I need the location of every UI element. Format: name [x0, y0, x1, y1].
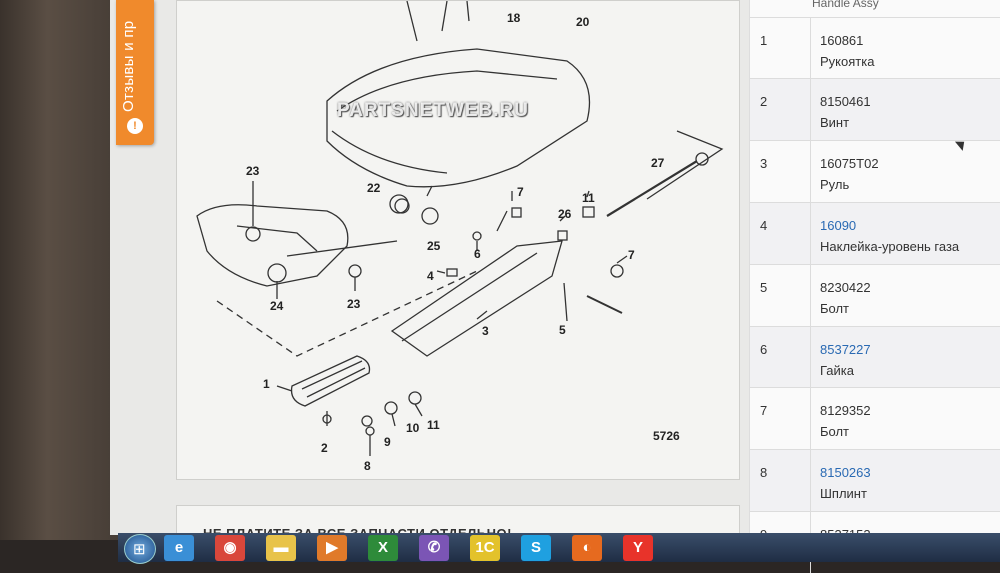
part-description: Руль	[820, 177, 850, 192]
column-divider	[810, 79, 811, 140]
callout-label: 27	[651, 156, 665, 170]
media-player-icon[interactable]: ▶	[317, 535, 347, 561]
monitor-bezel	[0, 0, 118, 540]
firefox-icon[interactable]: ◐	[572, 535, 602, 561]
column-divider	[810, 18, 811, 79]
start-button[interactable]: ⊞	[124, 534, 156, 564]
callout-label: 8	[364, 459, 371, 473]
part-number: 5	[760, 280, 768, 295]
yandex-browser-icon[interactable]: Y	[623, 535, 653, 561]
parts-diagram: PARTSNETWEB.RU 5726 18 20 23 22 7 11 26 …	[176, 0, 740, 480]
part-code: 8129352	[820, 403, 871, 418]
callout-label: 22	[367, 181, 381, 195]
viber-icon[interactable]: ✆	[419, 535, 449, 561]
part-code: 160861	[820, 33, 864, 48]
callout-label: 11	[427, 418, 440, 432]
callout-label: 26	[558, 207, 572, 221]
part-description: Болт	[820, 424, 850, 439]
figure-number: 5726	[653, 429, 680, 443]
callout-label: 18	[507, 11, 521, 25]
taskbar: ⊞ e ◉ ▬ ▶ X ✆ 1C S ◐ Y	[118, 533, 1000, 564]
diagram-watermark: PARTSNETWEB.RU	[337, 100, 530, 121]
part-code: 16075T02	[820, 156, 879, 171]
part-number: 3	[760, 156, 768, 171]
callout-label: 7	[628, 248, 635, 262]
lightbulb-icon: !	[127, 118, 143, 134]
callout-label: 2	[321, 441, 328, 455]
part-number: 6	[760, 342, 768, 357]
column-divider	[810, 327, 811, 388]
column-divider	[810, 203, 811, 264]
callout-label: 25	[427, 239, 441, 253]
internet-explorer-icon[interactable]: e	[164, 535, 194, 561]
part-number: 8	[760, 465, 768, 480]
part-description: Болт	[820, 301, 850, 316]
callout-label: 7	[517, 185, 524, 199]
chrome-icon[interactable]: ◉	[215, 535, 245, 561]
table-header: Handle Assy	[812, 0, 879, 10]
callout-label: 9	[384, 435, 391, 449]
feedback-tab[interactable]: Отзывы и пр !	[116, 0, 154, 145]
callout-label: 11	[582, 191, 595, 205]
callout-label: 6	[474, 247, 481, 261]
diagram-drawing	[196, 1, 724, 456]
column-divider	[810, 388, 811, 449]
part-description: Винт	[820, 115, 850, 130]
part-number: 2	[760, 94, 768, 109]
part-number: 4	[760, 218, 768, 233]
callout-label: 10	[406, 421, 420, 435]
callout-label: 3	[482, 324, 489, 338]
part-description: Шплинт	[820, 486, 867, 501]
part-number: 7	[760, 403, 768, 418]
folder-icon[interactable]: ▬	[266, 535, 296, 561]
part-code-link[interactable]: 8537227	[820, 342, 871, 357]
callout-label: 20	[576, 15, 590, 29]
part-code-link[interactable]: 8150263	[820, 465, 871, 480]
part-description: Рукоятка	[820, 54, 875, 69]
part-code: 8230422	[820, 280, 871, 295]
column-divider	[810, 141, 811, 202]
callout-label: 23	[347, 297, 361, 311]
callout-label: 5	[559, 323, 566, 337]
column-divider	[810, 265, 811, 326]
column-divider	[810, 450, 811, 511]
1c-icon[interactable]: 1C	[470, 535, 500, 561]
excel-icon[interactable]: X	[368, 535, 398, 561]
callout-label: 4	[427, 269, 434, 283]
skype-icon[interactable]: S	[521, 535, 551, 561]
part-code-link[interactable]: 16090	[820, 218, 857, 233]
callout-label: 1	[263, 377, 270, 391]
callout-label: 24	[270, 299, 284, 313]
part-code: 8150461	[820, 94, 871, 109]
part-description: Гайка	[820, 363, 855, 378]
feedback-tab-label: Отзывы и пр	[120, 20, 137, 112]
part-description: Наклейка-уровень газа	[820, 239, 960, 254]
part-number: 1	[760, 33, 768, 48]
callout-label: 23	[246, 164, 260, 178]
